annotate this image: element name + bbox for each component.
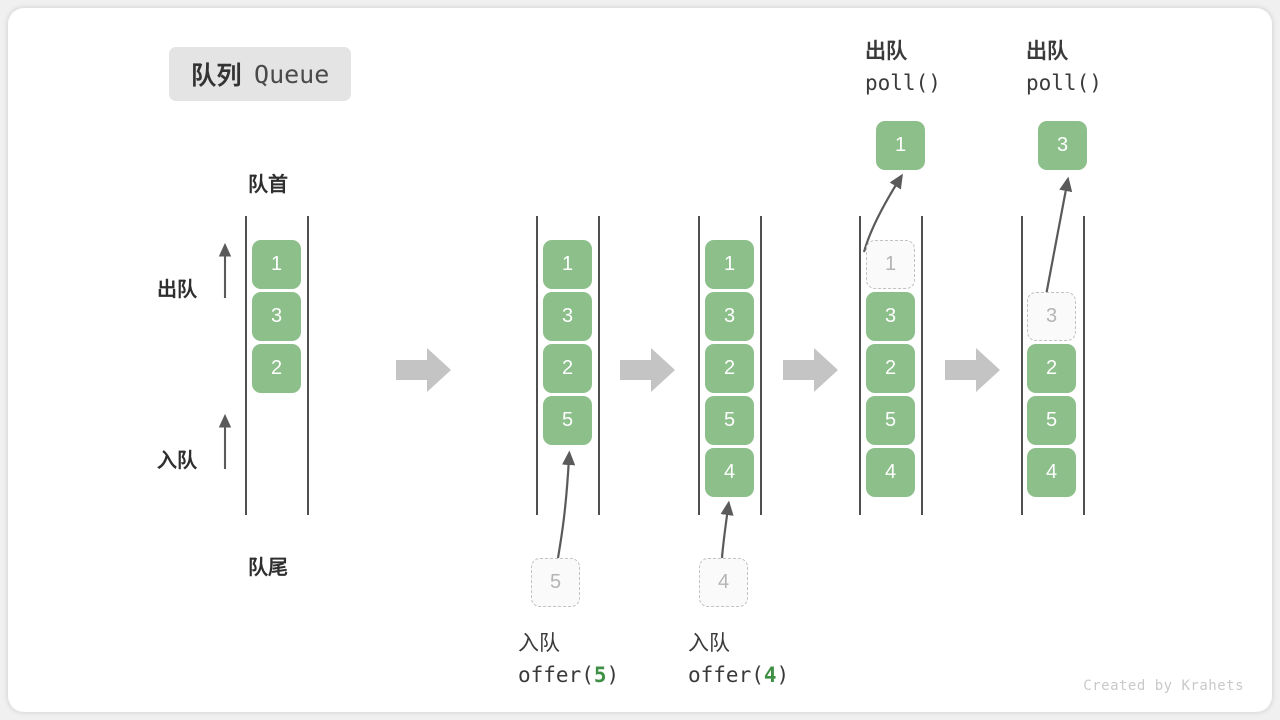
- queue-rail-right-2: [598, 216, 600, 515]
- queue-item: 2: [1027, 344, 1076, 393]
- queue-item-removed: 1: [866, 240, 915, 289]
- caption-poll-3: 出队 poll(): [1026, 36, 1102, 100]
- flow-arrow-icon: [783, 348, 838, 392]
- title-en: Queue: [254, 59, 330, 89]
- queue-item: 1: [543, 240, 592, 289]
- queue-item: 2: [705, 344, 754, 393]
- incoming-item: 4: [699, 558, 748, 607]
- dequeue-direction-arrow: [218, 242, 232, 298]
- queue-rail-left-1: [245, 216, 247, 515]
- queue-item: 2: [543, 344, 592, 393]
- queue-item: 2: [866, 344, 915, 393]
- queue-item: 1: [252, 240, 301, 289]
- queue-item: 5: [1027, 396, 1076, 445]
- queue-item: 5: [543, 396, 592, 445]
- caption-poll-1: 出队 poll(): [865, 36, 941, 100]
- queue-rail-right-3: [760, 216, 762, 515]
- caption-offer-5: 入队 offer(5): [518, 628, 619, 692]
- caption-line-1: 出队: [865, 40, 907, 63]
- title-badge: 队列 Queue: [169, 47, 352, 101]
- queue-item: 5: [705, 396, 754, 445]
- tail-label: 队尾: [248, 557, 288, 579]
- enqueue-curve-arrow: [720, 500, 734, 559]
- incoming-item: 5: [531, 558, 580, 607]
- credit-text: Created by Krahets: [1083, 678, 1244, 694]
- queue-rail-left-2: [536, 216, 538, 515]
- queue-rail-right-4: [921, 216, 923, 515]
- queue-rail-left-5: [1021, 216, 1023, 515]
- diagram-canvas: 队列 Queue 队首 队尾 出队 入队 1 3 2 1 3 2 5 5 入队 …: [8, 8, 1272, 712]
- caption-line-1: 入队: [688, 632, 730, 655]
- queue-item: 3: [543, 292, 592, 341]
- dequeue-curve-arrow: [1042, 176, 1073, 307]
- caption-offer-4: 入队 offer(4): [688, 628, 789, 692]
- flow-arrow-icon: [945, 348, 1000, 392]
- queue-item-removed: 3: [1027, 292, 1076, 341]
- caption-line-1: 出队: [1026, 40, 1068, 63]
- queue-rail-left-4: [859, 216, 861, 515]
- queue-rail-right-1: [307, 216, 309, 515]
- outgoing-item: 3: [1038, 121, 1087, 170]
- flow-arrow-icon: [396, 348, 451, 392]
- flow-arrow-icon: [620, 348, 675, 392]
- queue-item: 4: [866, 448, 915, 497]
- queue-item: 4: [705, 448, 754, 497]
- caption-line-2: poll(): [865, 70, 941, 95]
- enqueue-label: 入队: [157, 450, 197, 472]
- dequeue-curve-arrow: [862, 173, 903, 253]
- queue-item: 3: [252, 292, 301, 341]
- dequeue-label: 出队: [157, 279, 197, 301]
- queue-rail-left-3: [698, 216, 700, 515]
- caption-line-1: 入队: [518, 632, 560, 655]
- queue-item: 3: [705, 292, 754, 341]
- caption-line-2: poll(): [1026, 70, 1102, 95]
- enqueue-curve-arrow: [556, 450, 576, 559]
- queue-item: 5: [866, 396, 915, 445]
- title-cn: 队列: [191, 62, 243, 90]
- queue-item: 4: [1027, 448, 1076, 497]
- caption-line-2: offer(4): [688, 662, 790, 687]
- queue-item: 3: [866, 292, 915, 341]
- queue-rail-right-5: [1083, 216, 1085, 515]
- queue-item: 2: [252, 344, 301, 393]
- queue-item: 1: [705, 240, 754, 289]
- enqueue-direction-arrow: [218, 413, 232, 469]
- head-label: 队首: [248, 174, 288, 196]
- caption-line-2: offer(5): [518, 662, 620, 687]
- outgoing-item: 1: [876, 121, 925, 170]
